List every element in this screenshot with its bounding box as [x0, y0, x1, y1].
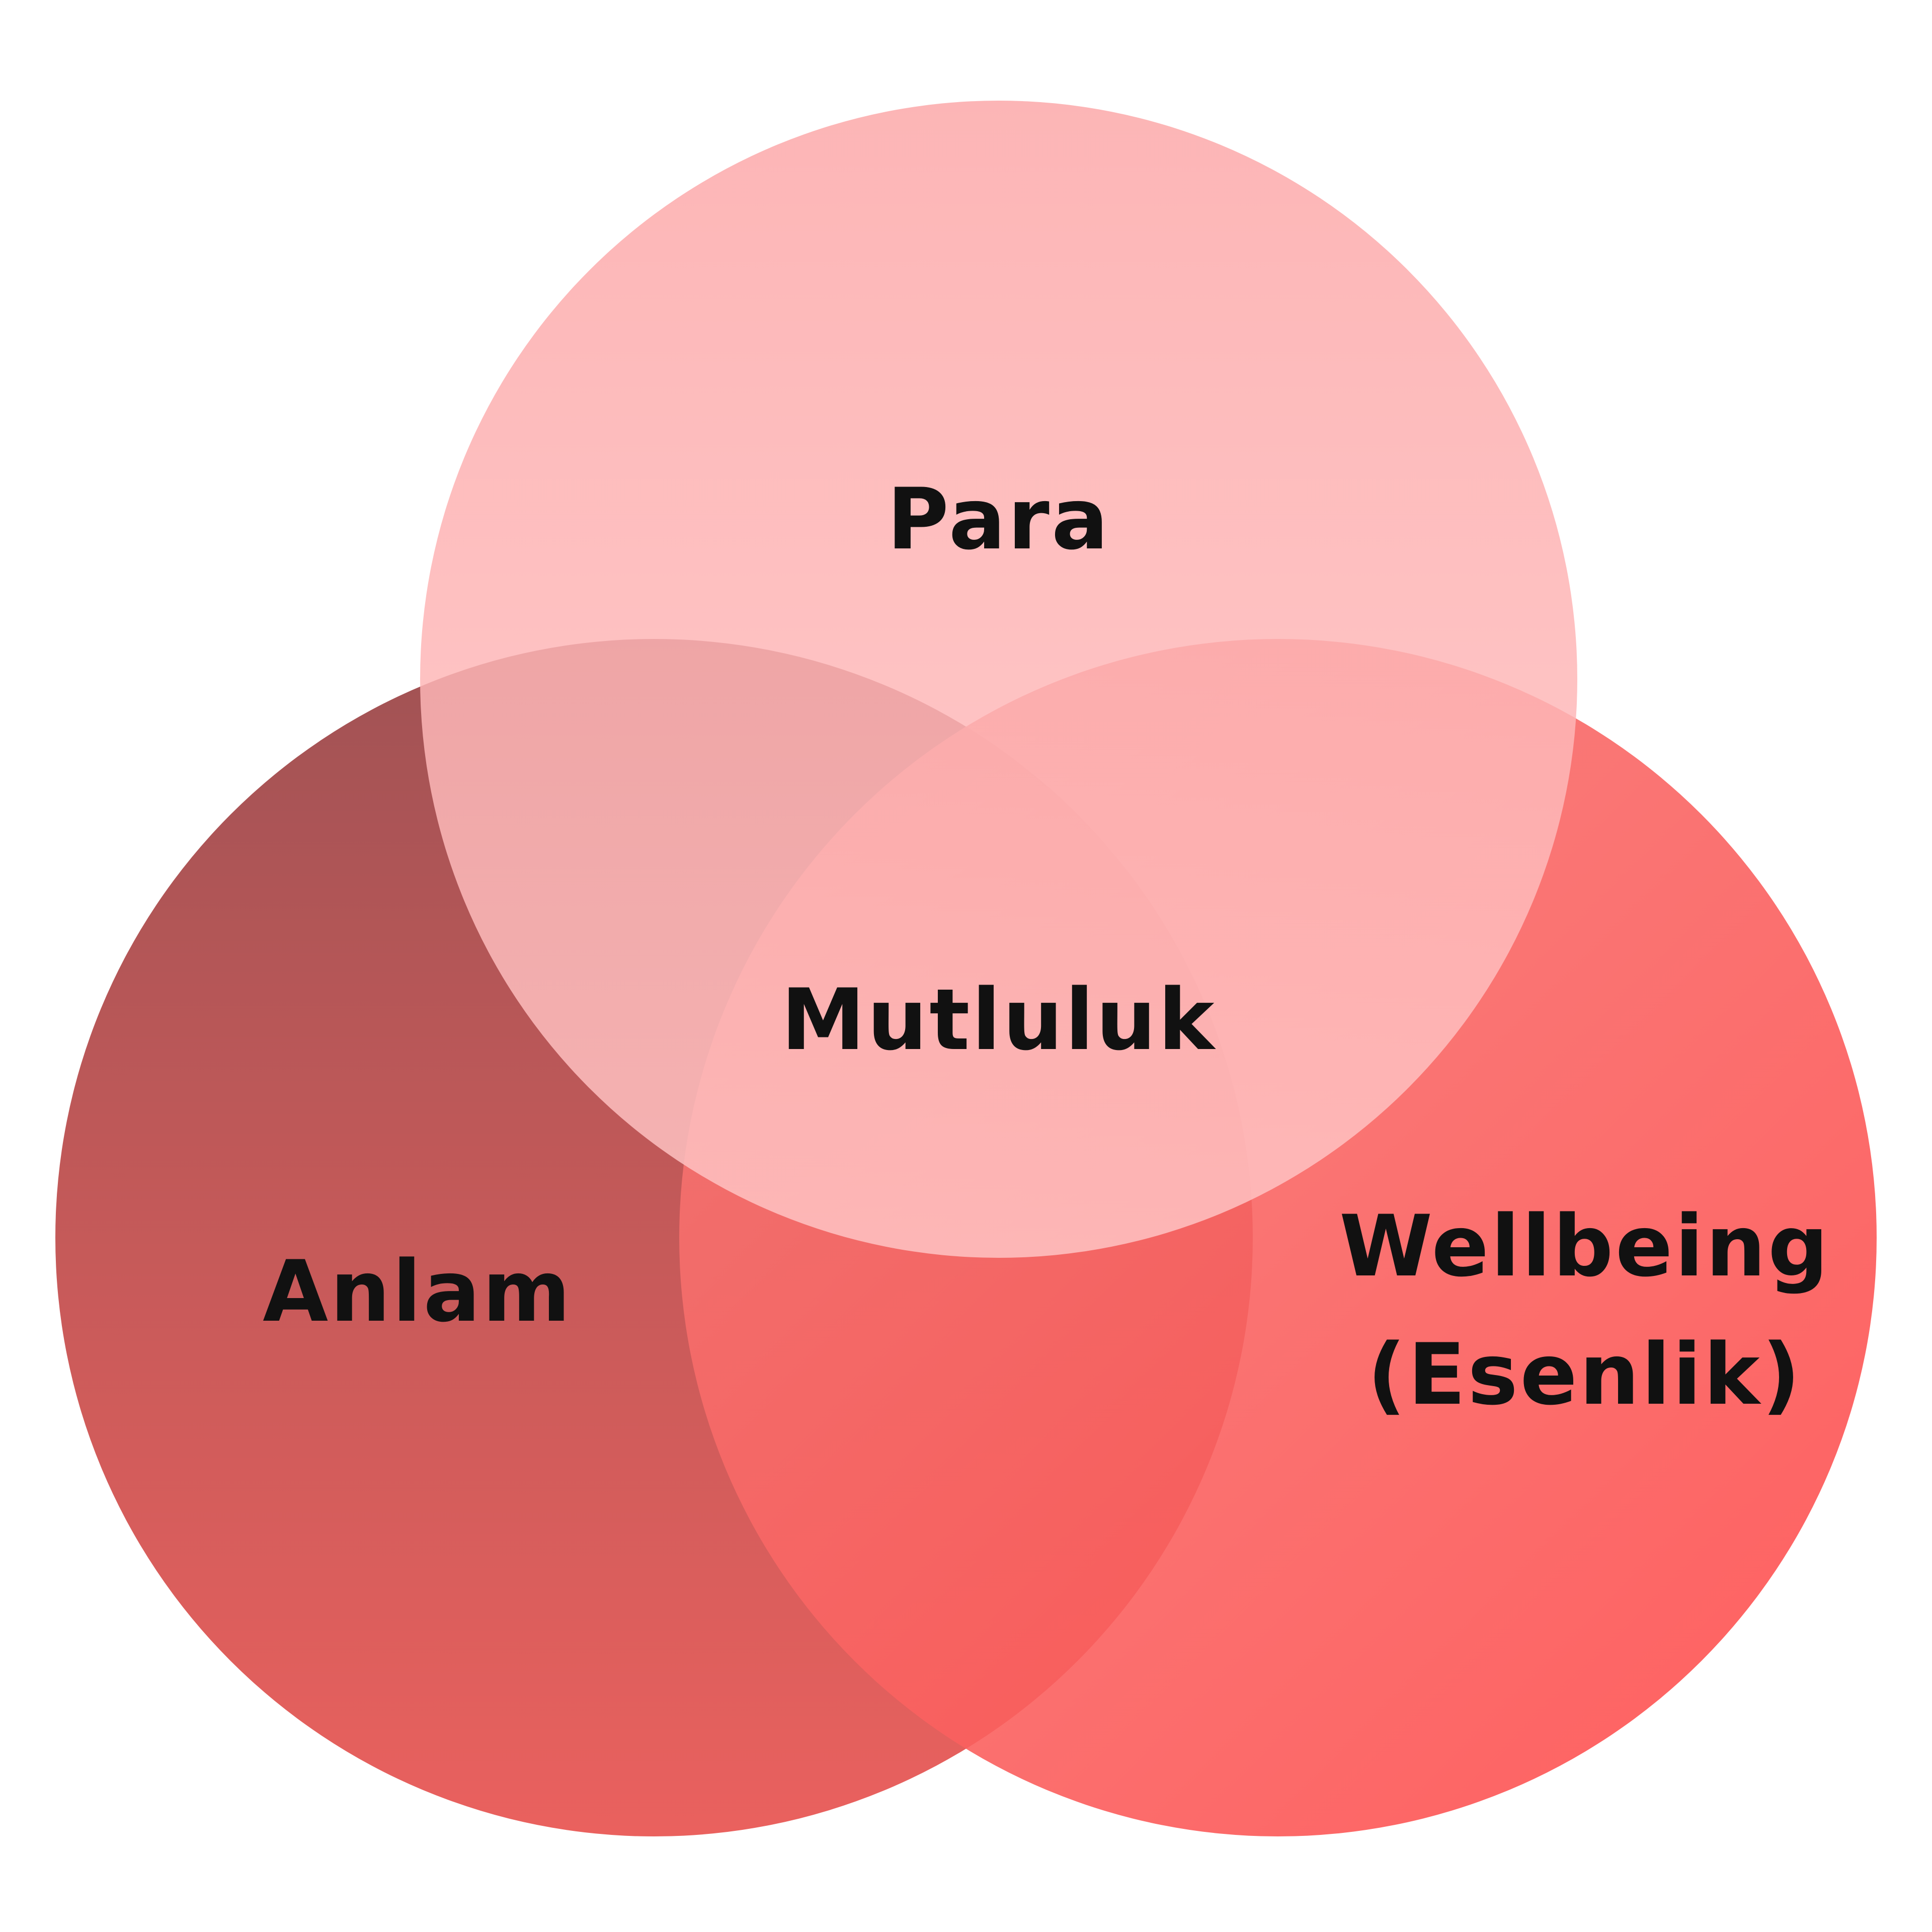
label-esenlik: (Esenlik) [1367, 1325, 1803, 1424]
label-para: Para [887, 470, 1110, 569]
label-mutluluk: Mutluluk [781, 971, 1216, 1069]
circle-para [420, 101, 1577, 1258]
label-anlam: Anlam [263, 1242, 573, 1341]
label-wellbeing: Wellbeing [1339, 1197, 1830, 1296]
